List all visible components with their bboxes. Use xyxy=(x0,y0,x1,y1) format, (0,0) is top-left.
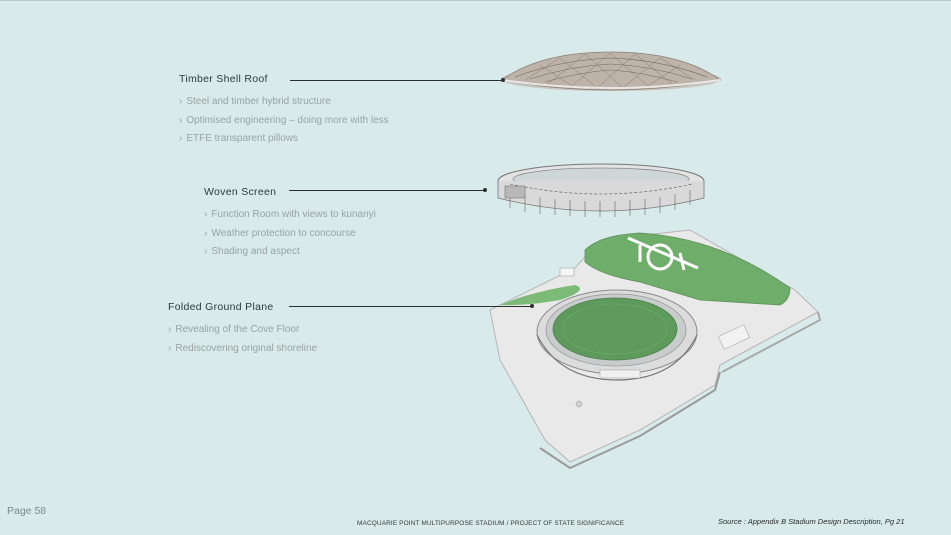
top-divider xyxy=(0,0,951,1)
chevron-right-icon: › xyxy=(179,114,183,126)
folded-ground-plane-image xyxy=(489,229,822,470)
chevron-right-icon: › xyxy=(204,246,208,257)
list-item: ›Revealing of the Cove Floor xyxy=(168,324,300,335)
footer-source: Source : Appendix B Stadium Design Descr… xyxy=(718,517,905,526)
bullet-list: ›Revealing of the Cove Floor ›Rediscover… xyxy=(168,321,317,358)
footer-project-title: MACQUARIE POINT MULTIPURPOSE STADIUM / P… xyxy=(357,520,625,527)
section-timber-shell-roof: Timber Shell Roof ›Steel and timber hybr… xyxy=(179,73,389,149)
list-item: ›Steel and timber hybrid structure xyxy=(179,96,331,107)
list-item: ›ETFE transparent pillows xyxy=(179,133,299,144)
section-title: Folded Ground Plane xyxy=(168,301,274,313)
bullet-list: ›Steel and timber hybrid structure ›Opti… xyxy=(179,93,389,149)
leader-line-ground xyxy=(289,304,534,308)
list-item: ›Rediscovering original shoreline xyxy=(168,342,318,354)
chevron-right-icon: › xyxy=(168,324,172,335)
chevron-right-icon: › xyxy=(179,133,183,144)
chevron-right-icon: › xyxy=(168,342,172,354)
list-item: ›Weather protection to concourse xyxy=(204,227,356,239)
bullet-list: ›Function Room with views to kunanyi ›We… xyxy=(204,206,376,262)
leader-line-screen xyxy=(289,188,487,192)
chevron-right-icon: › xyxy=(204,209,208,220)
woven-screen-image xyxy=(497,163,705,217)
leader-line-roof xyxy=(290,78,505,82)
section-folded-ground-plane: Folded Ground Plane ›Revealing of the Co… xyxy=(168,301,317,358)
list-item: ›Shading and aspect xyxy=(204,246,300,257)
list-item: ›Function Room with views to kunanyi xyxy=(204,209,376,220)
section-woven-screen: Woven Screen ›Function Room with views t… xyxy=(204,186,376,262)
section-title: Woven Screen xyxy=(204,186,277,198)
chevron-right-icon: › xyxy=(179,96,183,107)
page-number: Page 58 xyxy=(7,505,47,517)
timber-shell-roof-image xyxy=(501,51,721,91)
list-item: ›Optimised engineering – doing more with… xyxy=(179,114,389,126)
section-title: Timber Shell Roof xyxy=(179,73,268,85)
chevron-right-icon: › xyxy=(204,227,208,239)
